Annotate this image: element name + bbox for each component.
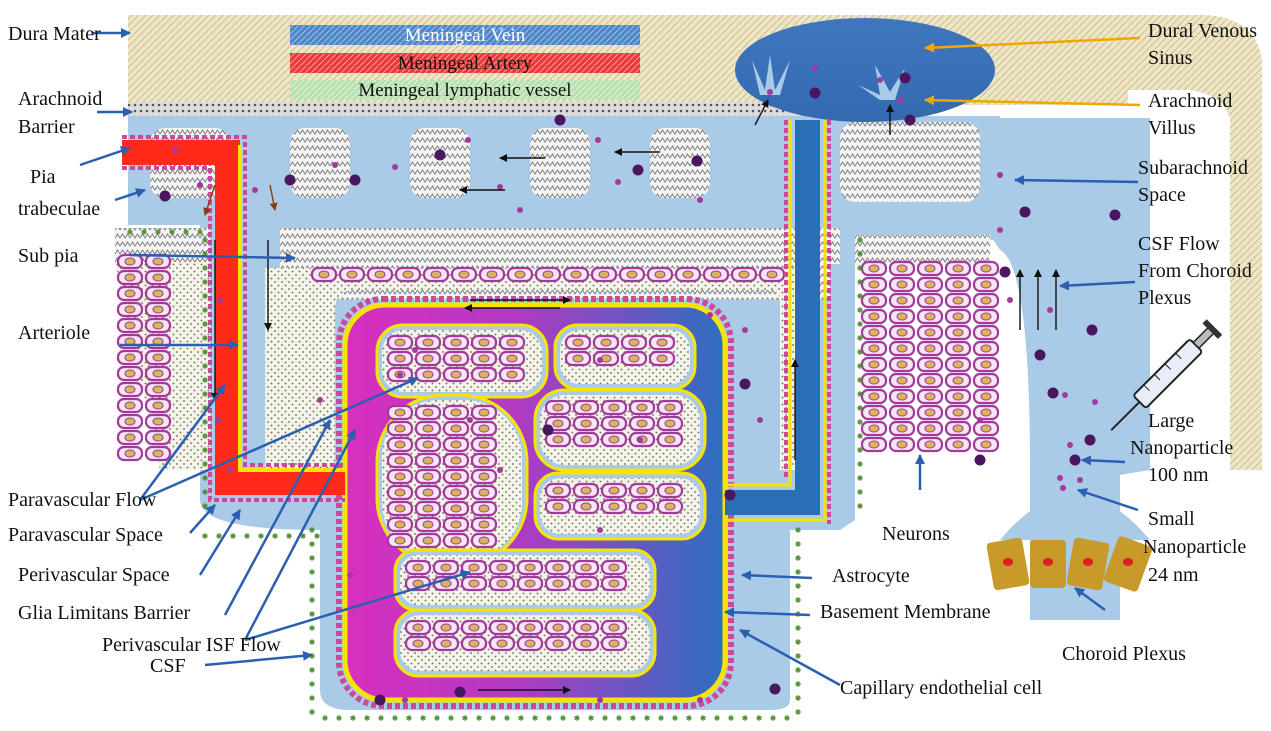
label-small-nanoparticle-2: Nanoparticle: [1143, 536, 1246, 558]
dural-venous-sinus: [735, 18, 995, 122]
label-astrocyte: Astrocyte: [832, 565, 910, 587]
label-dura-mater: Dura Mater: [8, 23, 101, 45]
label-arteriole: Arteriole: [18, 322, 90, 344]
syringe-icon: [1110, 319, 1223, 431]
meningeal-vein-label: Meningeal Vein: [405, 25, 526, 46]
sub-pia-band: [280, 228, 840, 264]
venule-endothelium: [784, 120, 831, 524]
label-paravascular-space: Paravascular Space: [8, 524, 163, 546]
choroid-plexus-base: [1000, 495, 1150, 540]
label-pia: Pia: [30, 166, 56, 188]
label-csf: CSF: [150, 655, 186, 677]
meningeal-artery-label: Meningeal Artery: [398, 53, 533, 74]
label-neurons: Neurons: [882, 523, 950, 545]
neuron-row-top: [310, 266, 786, 283]
label-perivascular-isf: Perivascular ISF Flow: [102, 634, 281, 656]
neuron-cluster-right: [860, 260, 1000, 453]
label-subarachnoid-space: Subarachnoid: [1138, 157, 1248, 179]
label-dural-venous-sinus-2: Sinus: [1148, 47, 1193, 69]
label-small-nanoparticle-3: 24 nm: [1148, 564, 1199, 586]
meningeal-lymphatic-label: Meningeal lymphatic vessel: [358, 80, 571, 101]
meningeal-artery: [290, 53, 640, 73]
label-glia-limitans: Glia Limitans Barrier: [18, 602, 191, 624]
venule-membrane: [725, 120, 827, 522]
label-trabeculae: trabeculae: [18, 198, 100, 220]
label-csf-flow-2: From Choroid: [1138, 260, 1252, 282]
label-capillary-endothelial: Capillary endothelial cell: [840, 677, 1043, 699]
arachnoid-barrier: [128, 102, 808, 116]
arteriole-basement-membrane: [238, 145, 345, 472]
diagram-labels: Dura Mater Dural Venous Sinus Arachnoid …: [8, 20, 1257, 699]
arachnoid-villus-left: [752, 55, 790, 95]
capillary-loops: [375, 323, 707, 678]
label-basement-membrane: Basement Membrane: [820, 601, 991, 623]
label-sub-pia: Sub pia: [18, 245, 79, 267]
label-arachnoid-villus-2: Villus: [1148, 117, 1196, 139]
label-pointers: [79, 28, 1139, 687]
label-arachnoid-villus: Arachnoid: [1148, 90, 1232, 112]
venule: [725, 120, 820, 515]
meningeal-vein: [290, 25, 640, 45]
label-subarachnoid-space-2: Space: [1138, 184, 1186, 206]
neuron-cluster-left: [116, 253, 172, 462]
csf-flow-channel: [990, 118, 1150, 470]
label-paravascular-flow: Paravascular Flow: [8, 489, 157, 511]
flow-arrows: [203, 99, 1060, 694]
label-csf-flow-3: Plexus: [1138, 287, 1192, 309]
label-dural-venous-sinus: Dural Venous: [1148, 20, 1257, 42]
label-large-nanoparticle-2: Nanoparticle: [1130, 437, 1233, 459]
label-arachnoid-barrier-2: Barrier: [18, 116, 75, 138]
label-arachnoid-barrier: Arachnoid: [18, 88, 102, 110]
label-small-nanoparticle: Small: [1148, 508, 1195, 530]
choroid-plexus-cells: [986, 536, 1152, 592]
label-large-nanoparticle: Large: [1148, 410, 1194, 432]
sinus-pointers: [924, 36, 1141, 107]
label-perivascular-space: Perivascular Space: [18, 564, 170, 586]
arteriole-endothelium: [122, 135, 345, 502]
meningeal-lymphatic-vessel: [290, 80, 640, 100]
label-large-nanoparticle-3: 100 nm: [1148, 464, 1209, 486]
astrocyte-end-feet: [127, 229, 863, 721]
brain-parenchyma-center: [265, 268, 800, 470]
label-csf-flow: CSF Flow: [1138, 233, 1220, 255]
label-choroid-plexus: Choroid Plexus: [1062, 643, 1186, 665]
arteriole: [122, 140, 345, 495]
nanoparticles: [159, 65, 1121, 706]
